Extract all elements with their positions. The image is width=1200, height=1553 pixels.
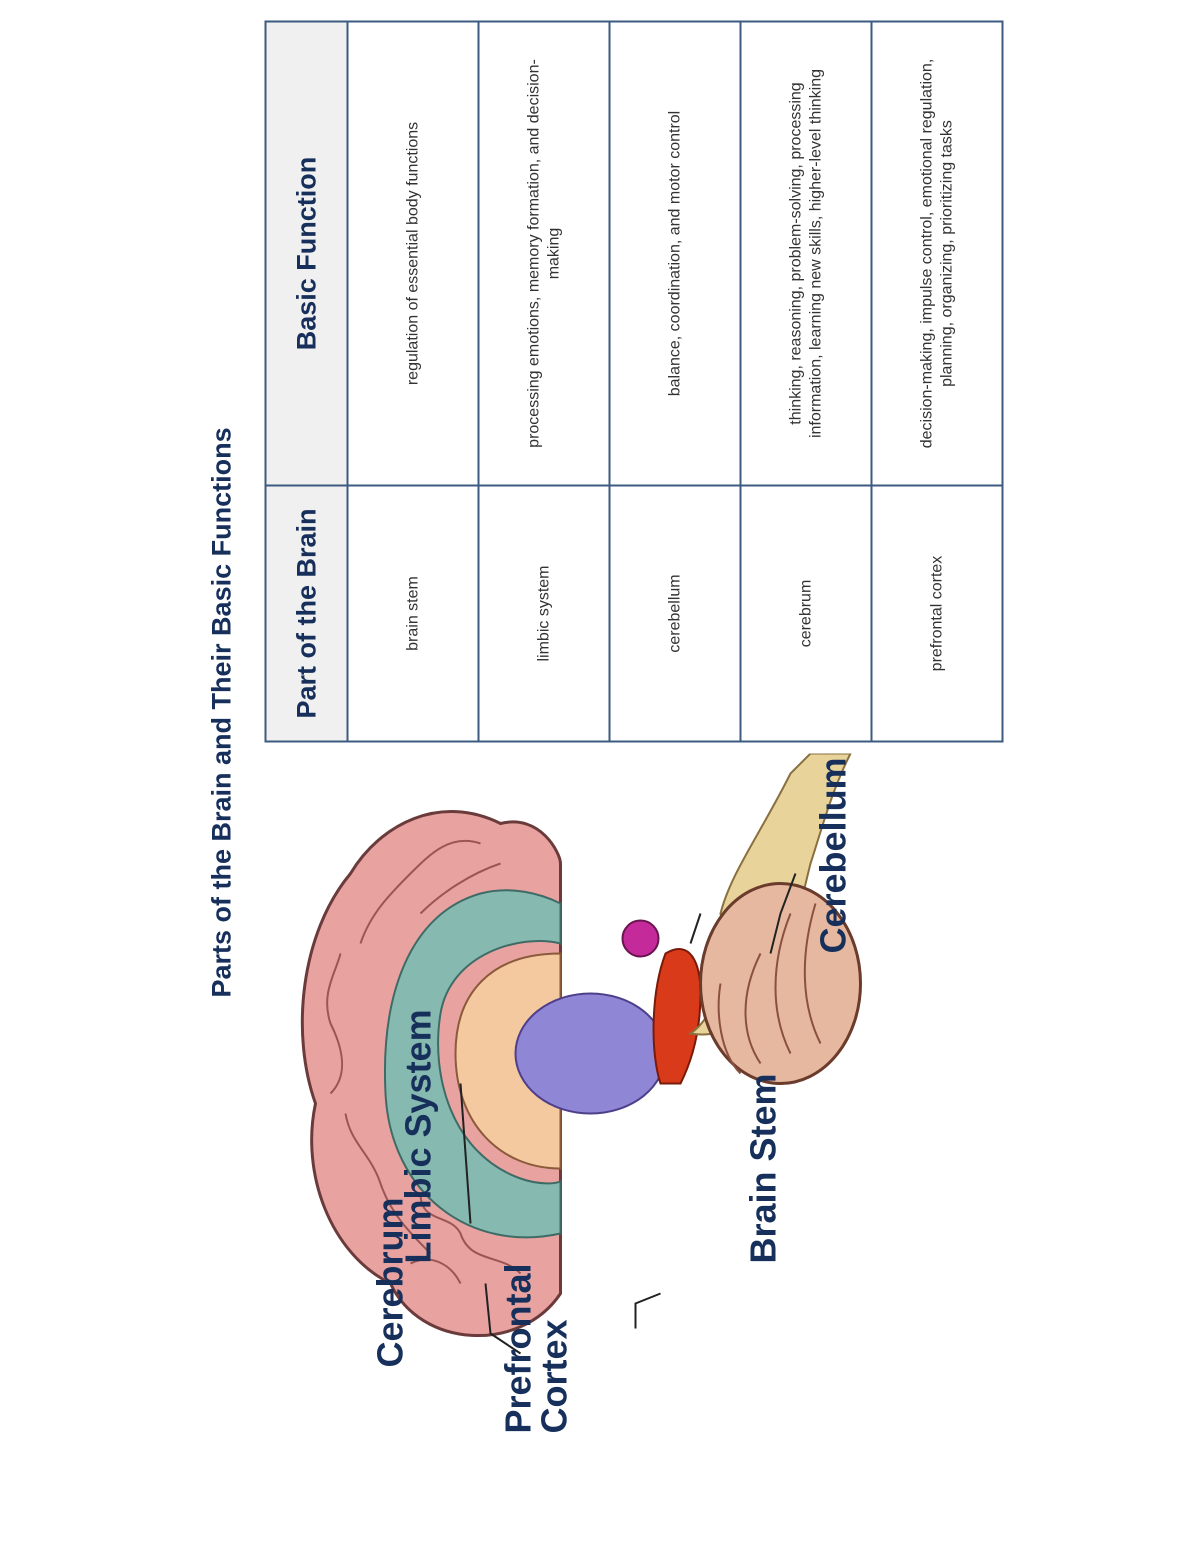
cell-part: cerebellum [609,485,740,741]
label-lines [459,872,796,1354]
cell-function: regulation of essential body functions [347,21,478,485]
header-function: Basic Function [265,21,347,485]
header-part: Part of the Brain [265,485,347,741]
cell-part: brain stem [347,485,478,741]
hippocampus-shape [652,947,702,1084]
limbic-inner [453,951,561,1170]
thalamus-shape [514,992,666,1114]
table-header-row: Part of the Brain Basic Function [265,21,347,741]
prefrontal-cortex-label: Prefrontal Cortex [497,1262,574,1433]
cerebrum-folds [325,839,521,1284]
cell-function: decision-making, impulse control, emotio… [871,21,1002,485]
table-row: limbic system processing emotions, memor… [478,21,609,741]
table-row: prefrontal cortex decision-making, impul… [871,21,1002,741]
cell-function: thinking, reasoning, problem-solving, pr… [740,21,871,485]
cell-function: processing emotions, memory formation, a… [478,21,609,485]
table-row: cerebellum balance, coordination, and mo… [609,21,740,741]
brain-diagram [300,753,862,1354]
table-row: cerebrum thinking, reasoning, problem-so… [740,21,871,741]
cerebellum-shape [698,881,862,1085]
brain-stem-label: Brain Stem [742,1072,783,1263]
prefrontal-cortex-label-line1: Prefrontal [497,1262,538,1433]
cell-part: prefrontal cortex [871,485,1002,741]
brain-functions-table: Part of the Brain Basic Function brain s… [264,20,1003,742]
limbic-band [383,888,561,1238]
cerebellum-label: Cerebellum [812,756,853,953]
cerebellum-folds [717,902,821,1074]
limbic-system-label: Limbic System [397,1008,438,1263]
amygdala-shape [621,919,659,957]
prefrontal-cortex-label-line2: Cortex [533,1318,574,1433]
cell-part: limbic system [478,485,609,741]
cell-function: balance, coordination, and motor control [609,21,740,485]
table-row: brain stem regulation of essential body … [347,21,478,741]
cell-part: cerebrum [740,485,871,741]
